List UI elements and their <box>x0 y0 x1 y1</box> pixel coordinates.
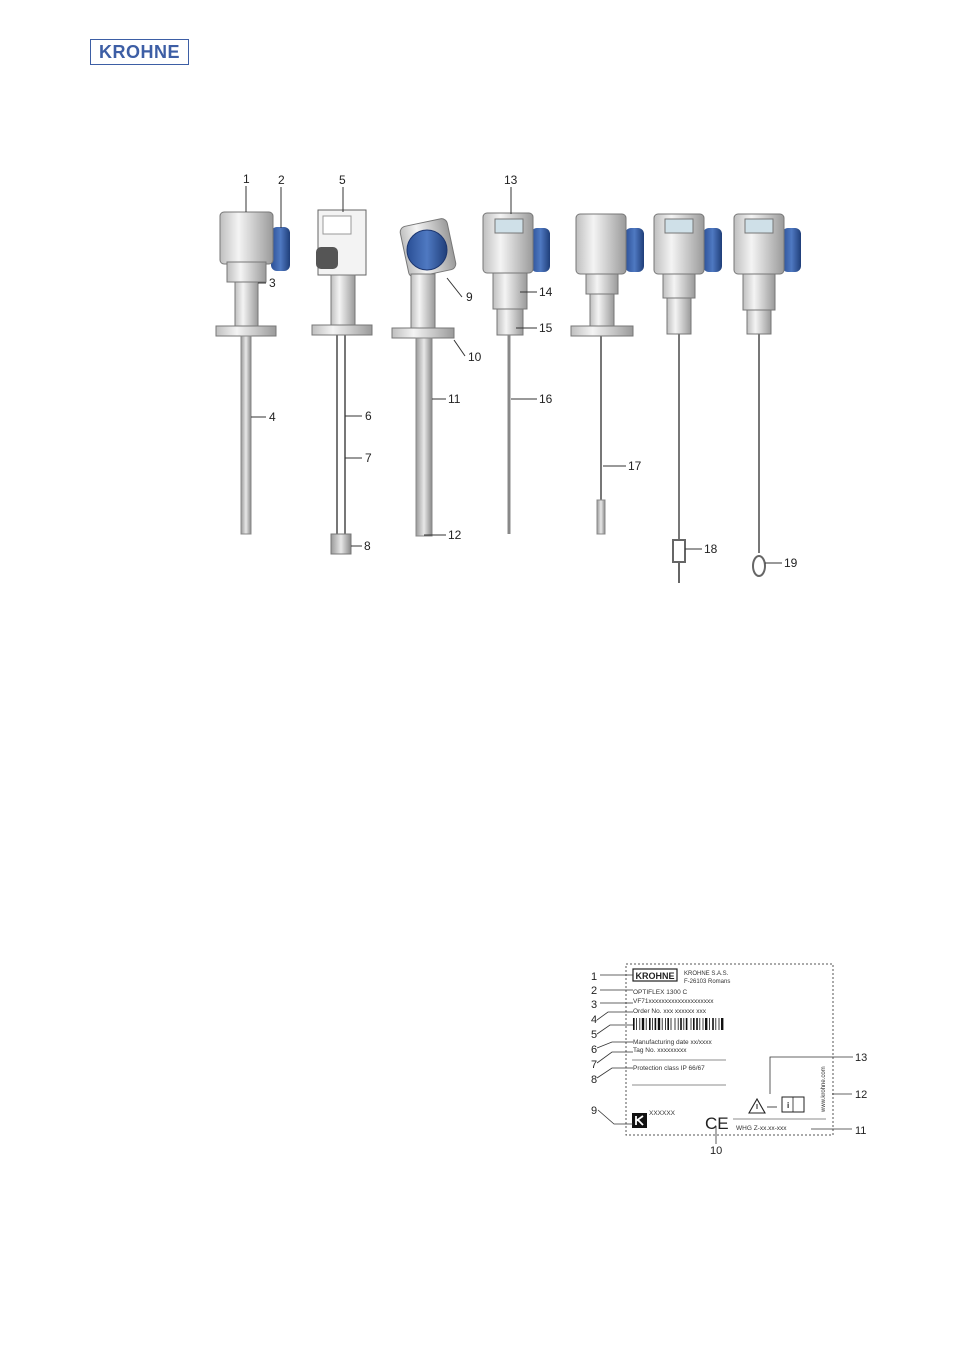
logo-text: KROHNE <box>98 41 180 62</box>
barcode-bar <box>677 1018 679 1030</box>
barcode-bar <box>718 1018 720 1030</box>
callout-11: 11 <box>448 392 461 406</box>
probe-single-rod-flange <box>215 211 290 535</box>
plate-callout-2: 2 <box>591 985 597 997</box>
plate-callout-4: 4 <box>591 1014 597 1026</box>
probe-cable-eyelet <box>733 213 801 577</box>
callout-17: 17 <box>628 459 642 473</box>
barcode-bar <box>657 1018 661 1030</box>
barcode-bar <box>709 1018 710 1030</box>
barcode-bar <box>721 1018 724 1030</box>
probe-cable-turnbuckle <box>653 213 722 583</box>
plate-callout-6: 6 <box>591 1044 597 1056</box>
barcode-bar <box>715 1018 717 1030</box>
callout-15: 15 <box>539 321 553 335</box>
nameplate-mfg-date: Manufacturing date xx/xxxx <box>633 1039 713 1046</box>
barcode-bar <box>645 1018 647 1030</box>
plate-callout-10: 10 <box>710 1145 722 1157</box>
nameplate-protection: Protection class IP 66/67 <box>633 1065 705 1072</box>
barcode-bar <box>649 1018 651 1030</box>
probe-leader-lines <box>245 186 782 564</box>
nameplate-type-code: VF71xxxxxxxxxxxxxxxxxxxx <box>633 998 714 1005</box>
callout-10: 10 <box>468 350 482 364</box>
nameplate-whg: WHG Z-xx.xx-xxx <box>736 1125 787 1132</box>
nameplate-leader-lines <box>596 974 853 1144</box>
barcode-bar <box>712 1018 714 1030</box>
barcode-bar <box>639 1018 641 1030</box>
callout-4: 4 <box>269 410 276 424</box>
barcode-bar <box>702 1018 704 1030</box>
nameplate-company: KROHNE S.A.S. <box>684 971 729 977</box>
nameplate-serial: XXXXXX <box>649 1110 676 1117</box>
nameplate-logo-box <box>632 968 678 982</box>
nameplate-city: F-26103 Romans <box>684 979 730 985</box>
krohne-logo: KROHNE <box>90 39 189 65</box>
barcode-bar <box>685 1018 688 1030</box>
nameplate-website: www.krohne.com <box>821 1066 827 1113</box>
plate-callout-1: 1 <box>591 971 597 983</box>
plate-callout-5: 5 <box>591 1029 597 1041</box>
krohne-k-icon <box>632 1113 647 1128</box>
barcode-bar <box>652 1018 653 1030</box>
warning-triangle-icon <box>748 1097 766 1114</box>
nameplate-brand: KROHNE <box>635 971 674 981</box>
nameplate-tag-no: Tag No. xxxxxxxxx <box>633 1047 687 1054</box>
manual-book-icon <box>781 1096 805 1113</box>
barcode-bar <box>636 1018 637 1030</box>
callout-5: 5 <box>339 173 346 187</box>
ce-mark-icon: CE <box>705 1114 729 1133</box>
callout-13: 13 <box>504 173 518 187</box>
callout-9: 9 <box>466 290 473 304</box>
probe-double-rod-weight <box>311 209 373 555</box>
barcode-bar <box>641 1018 645 1030</box>
plate-callout-8: 8 <box>591 1074 597 1086</box>
barcode-bar <box>654 1018 657 1030</box>
barcode-bar <box>665 1018 666 1030</box>
probe-variants-figure: 1 2 3 4 5 6 7 8 9 10 11 12 13 14 15 16 1… <box>215 172 801 583</box>
nameplate-border <box>625 963 834 1136</box>
callout-7: 7 <box>365 451 372 465</box>
barcode-bar <box>690 1018 692 1030</box>
callout-8: 8 <box>364 539 371 553</box>
barcode-bar <box>693 1018 695 1030</box>
callout-2: 2 <box>278 173 285 187</box>
plate-callout-13: 13 <box>855 1052 867 1064</box>
barcode-bar <box>667 1018 669 1030</box>
callout-16: 16 <box>539 392 553 406</box>
callout-12: 12 <box>448 528 462 542</box>
plate-callout-12: 12 <box>855 1089 867 1101</box>
callout-1: 1 <box>243 172 250 186</box>
barcode-bar <box>633 1018 635 1030</box>
barcode-bar <box>683 1018 685 1030</box>
plate-callout-3: 3 <box>591 999 597 1011</box>
probe-single-rod-thread <box>482 212 550 534</box>
nameplate-order-no: Order No. xxx xxxxxx xxx <box>633 1008 707 1015</box>
barcode-bar <box>680 1018 682 1030</box>
barcode-bar <box>670 1018 672 1030</box>
plate-callout-11: 11 <box>855 1125 866 1137</box>
nameplate-barcode <box>633 1018 724 1030</box>
plate-callout-7: 7 <box>591 1059 597 1071</box>
callout-14: 14 <box>539 285 553 299</box>
barcode-bar <box>661 1018 663 1030</box>
probe-coaxial-flange <box>391 218 457 537</box>
svg-text:i: i <box>787 1101 789 1110</box>
callout-3: 3 <box>269 276 276 290</box>
barcode-bar <box>674 1018 676 1030</box>
callout-19: 19 <box>784 556 798 570</box>
nameplate-product: OPTIFLEX 1300 C <box>633 989 687 996</box>
barcode-bar <box>699 1018 701 1030</box>
callout-6: 6 <box>365 409 372 423</box>
barcode-bar <box>696 1018 698 1030</box>
plate-callout-9: 9 <box>591 1105 597 1117</box>
barcode-bar <box>705 1018 708 1030</box>
callout-18: 18 <box>704 542 718 556</box>
probe-single-cable-flange <box>570 213 644 535</box>
